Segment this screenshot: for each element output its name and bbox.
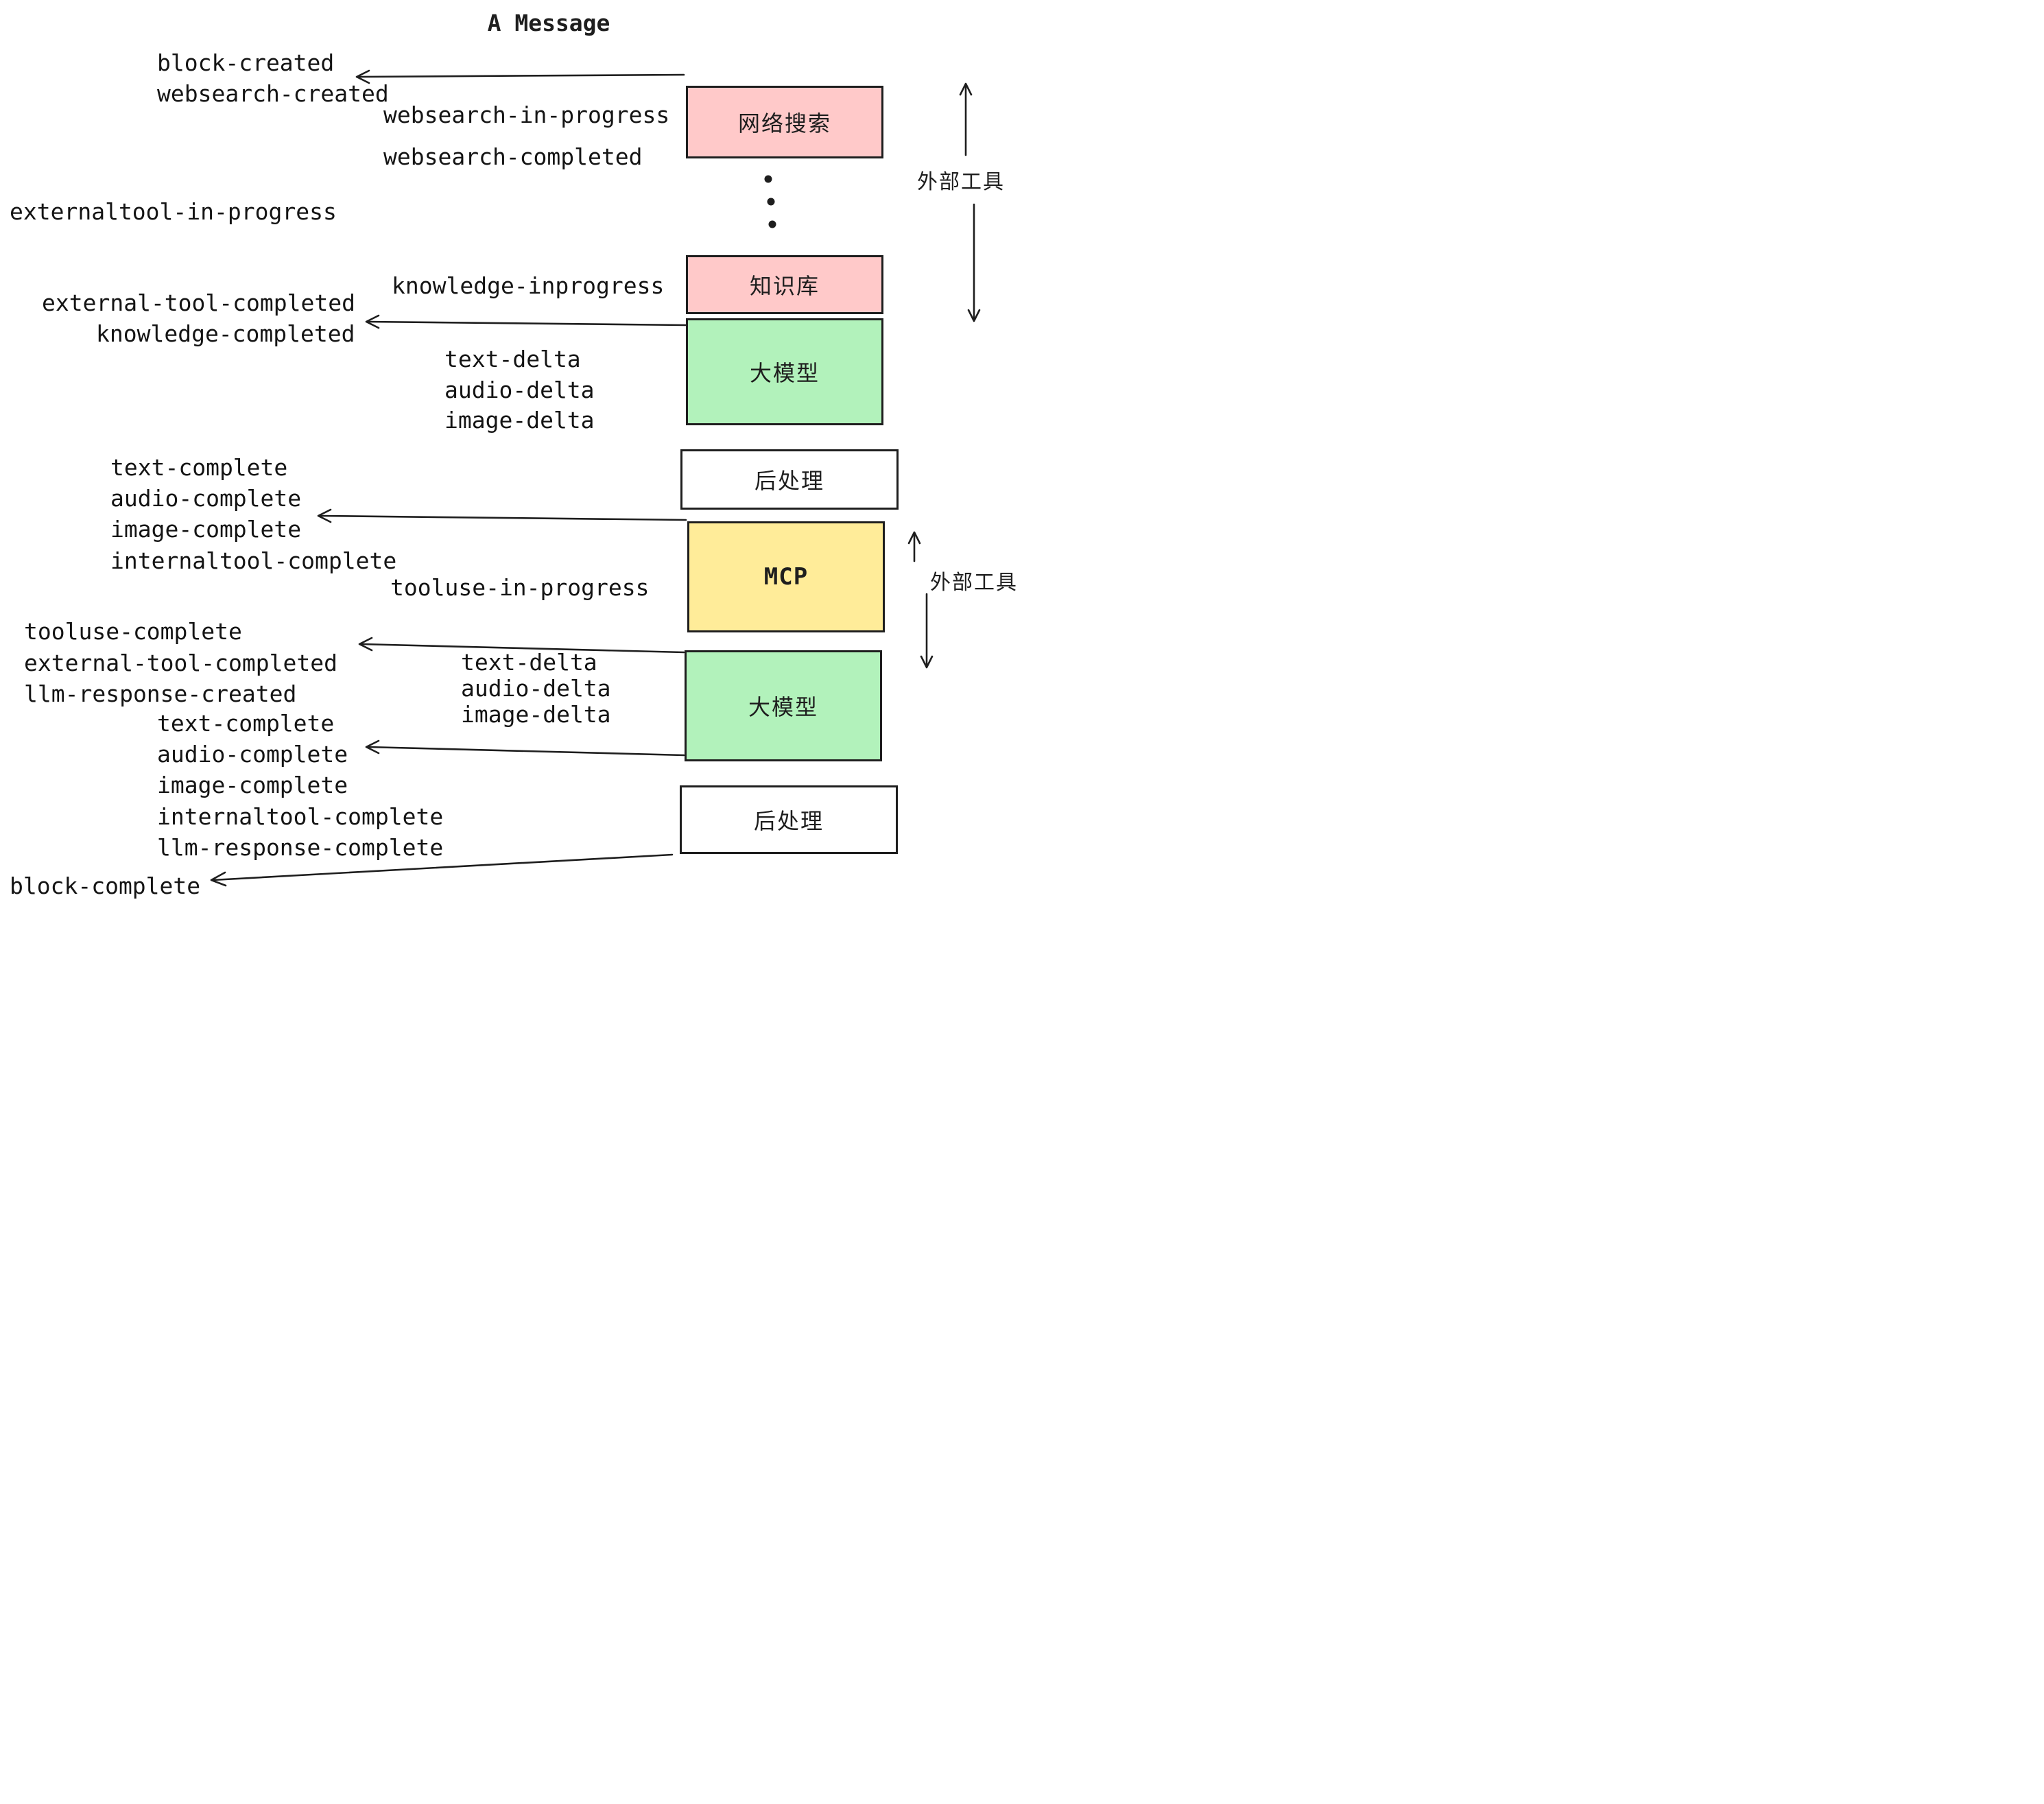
box-llm-1: 大模型 — [686, 318, 883, 425]
vertical-ellipsis-dots — [764, 175, 776, 228]
event-label-audio-complete-2: audio-complete — [157, 741, 348, 768]
event-label-external-tool-completed-2: external-tool-completed — [24, 650, 337, 676]
event-label-tooluse-complete: tooluse-complete — [24, 618, 242, 645]
external-tools-label-top: 外部工具 — [917, 171, 1005, 193]
event-label-audio-complete-1: audio-complete — [110, 485, 302, 512]
event-label-image-delta-2: image-delta — [461, 701, 611, 728]
box-mcp-label: MCP — [763, 563, 809, 591]
box-llm-2: 大模型 — [685, 650, 882, 761]
event-label-text-delta-1: text-delta — [444, 346, 581, 372]
arrow-mcp-to-complete-events — [317, 508, 687, 523]
external-tools-down-arrow-bottom — [920, 593, 934, 669]
external-tools-up-arrow-top — [959, 82, 973, 156]
event-label-text-delta-2: text-delta — [461, 649, 597, 676]
event-label-image-complete-1: image-complete — [110, 516, 302, 543]
box-mcp: MCP — [687, 521, 885, 632]
event-label-websearch-in-progress: websearch-in-progress — [383, 102, 670, 128]
box-postprocess-1: 后处理 — [680, 449, 899, 510]
flow-diagram: A Message block-created websearch-create… — [0, 0, 1022, 902]
diagram-title: A Message — [487, 10, 610, 36]
event-label-websearch-created: websearch-created — [157, 80, 389, 107]
arrow-websearch-to-created-events — [355, 69, 685, 84]
external-tools-label-bottom: 外部工具 — [930, 571, 1018, 594]
arrow-llm1-to-knowledge-completed — [365, 314, 687, 329]
box-postprocess-2: 后处理 — [680, 785, 898, 854]
event-label-tooluse-in-progress: tooluse-in-progress — [390, 574, 650, 601]
box-knowledge-label: 知识库 — [749, 274, 820, 298]
event-label-llm-response-created: llm-response-created — [24, 680, 297, 707]
box-postprocess-1-label: 后处理 — [754, 468, 824, 493]
event-label-text-complete-2: text-complete — [157, 710, 335, 737]
box-llm-2-label: 大模型 — [748, 695, 818, 720]
box-websearch: 网络搜索 — [686, 86, 883, 158]
event-label-external-tool-completed-1: external-tool-completed — [42, 289, 355, 316]
event-label-text-complete-1: text-complete — [110, 454, 288, 481]
arrow-llm2-to-complete-events — [365, 739, 685, 757]
box-postprocess-2-label: 后处理 — [753, 809, 824, 833]
box-websearch-label: 网络搜索 — [737, 111, 831, 136]
event-label-knowledge-inprogress: knowledge-inprogress — [392, 272, 665, 299]
event-label-block-complete: block-complete — [10, 873, 201, 899]
external-tools-up-arrow-bottom — [907, 531, 921, 562]
event-label-audio-delta-1: audio-delta — [444, 377, 595, 403]
external-tools-down-arrow-top — [967, 203, 981, 322]
event-label-llm-response-complete: llm-response-complete — [157, 834, 444, 861]
event-label-image-delta-1: image-delta — [444, 407, 595, 434]
event-label-knowledge-completed: knowledge-completed — [96, 320, 355, 347]
event-label-websearch-completed: websearch-completed — [383, 143, 643, 170]
event-label-image-complete-2: image-complete — [157, 772, 348, 798]
box-llm-1-label: 大模型 — [749, 361, 820, 385]
event-label-internaltool-complete-2: internaltool-complete — [157, 803, 444, 830]
box-knowledge: 知识库 — [686, 255, 883, 314]
event-label-block-created: block-created — [157, 49, 335, 76]
event-label-externaltool-in-progress: externaltool-in-progress — [10, 198, 337, 225]
event-label-internaltool-complete-1: internaltool-complete — [110, 547, 397, 574]
event-label-audio-delta-2: audio-delta — [461, 675, 611, 702]
